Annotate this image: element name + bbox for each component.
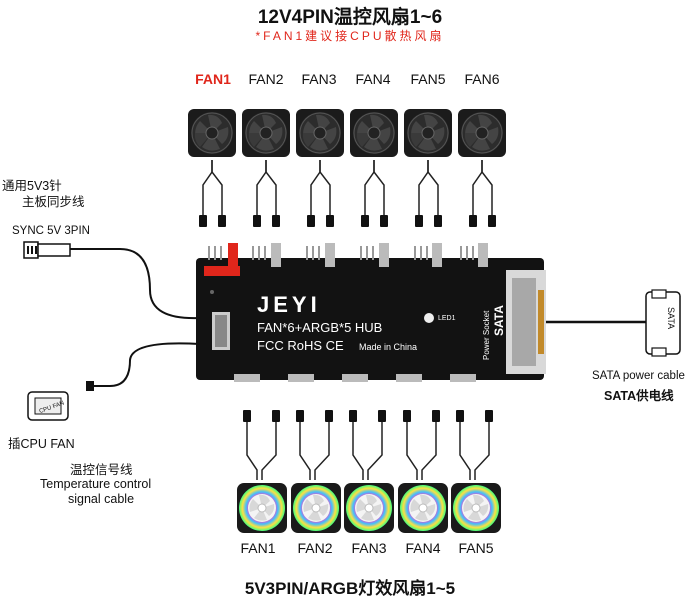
temp-label-en-1: Temperature control xyxy=(40,477,152,491)
bottom-fan-label-2: FAN2 xyxy=(297,540,333,556)
cpu-fan-cable xyxy=(92,342,201,387)
top-fan-label-6: FAN6 xyxy=(464,71,500,87)
bottom-fan-label-1: FAN1 xyxy=(240,540,276,556)
bottom-fan-2 xyxy=(290,482,342,534)
top-fan-label-2: FAN2 xyxy=(248,71,284,87)
bottom-fan-connectors xyxy=(243,410,493,422)
sync-label-en: SYNC 5V 3PIN xyxy=(12,225,90,237)
sata-label-en: SATA power cable xyxy=(592,370,685,382)
bottom-fan-5 xyxy=(450,482,502,534)
sync-connector xyxy=(23,241,71,259)
board-made-in: Made in China xyxy=(359,342,417,352)
top-fan-1 xyxy=(187,108,237,158)
page-subtitle: *FAN1建议接CPU散热风扇 xyxy=(255,29,445,43)
svg-text:SATA: SATA xyxy=(666,307,676,329)
page-title: 12V4PIN温控风扇1~6 xyxy=(257,7,443,28)
temp-label-en-2: signal cable xyxy=(68,492,135,506)
top-fan-label-4: FAN4 xyxy=(355,71,391,87)
top-fan-3 xyxy=(295,108,345,158)
bottom-fan-4 xyxy=(397,482,449,534)
board-led: LED1 xyxy=(438,315,456,322)
bottom-fan-cables xyxy=(246,420,490,480)
bottom-fan-label-5: FAN5 xyxy=(458,540,494,556)
top-fan-2 xyxy=(241,108,291,158)
hub-board xyxy=(196,243,546,382)
sync-cable xyxy=(70,248,201,320)
bottom-fan-3 xyxy=(343,482,395,534)
top-fan-cables xyxy=(202,160,493,217)
sata-connector: SATA xyxy=(645,289,681,357)
board-model: FAN*6+ARGB*5 HUB xyxy=(257,320,382,335)
top-fan-6 xyxy=(457,108,507,158)
board-sata: SATA xyxy=(492,305,506,336)
cpu-fan-label: 插CPU FAN xyxy=(8,437,75,451)
board-cert: FCC RoHS CE xyxy=(257,338,344,353)
board-power-socket: Power Socket xyxy=(482,310,491,360)
top-fan-label-1: FAN1 xyxy=(195,71,231,87)
cpu-fan-icon: CPU FAN xyxy=(27,391,69,421)
sync-label-cn-1: 通用5V3针 xyxy=(2,179,62,193)
bottom-fan-1 xyxy=(236,482,288,534)
top-fan-connectors xyxy=(199,215,496,227)
cpu-fan-plug xyxy=(86,381,94,391)
sync-label-cn-2: 主板同步线 xyxy=(22,195,85,209)
top-fan-label-5: FAN5 xyxy=(410,71,446,87)
top-fan-5 xyxy=(403,108,453,158)
board-brand: JEYI xyxy=(257,292,321,317)
sata-label-cn: SATA供电线 xyxy=(604,389,674,403)
top-fan-label-3: FAN3 xyxy=(301,71,337,87)
bottom-fan-label-4: FAN4 xyxy=(405,540,441,556)
bottom-fan-label-3: FAN3 xyxy=(351,540,387,556)
temp-label-cn: 温控信号线 xyxy=(70,463,133,477)
bottom-title: 5V3PIN/ARGB灯效风扇1~5 xyxy=(244,579,456,598)
top-fan-4 xyxy=(349,108,399,158)
